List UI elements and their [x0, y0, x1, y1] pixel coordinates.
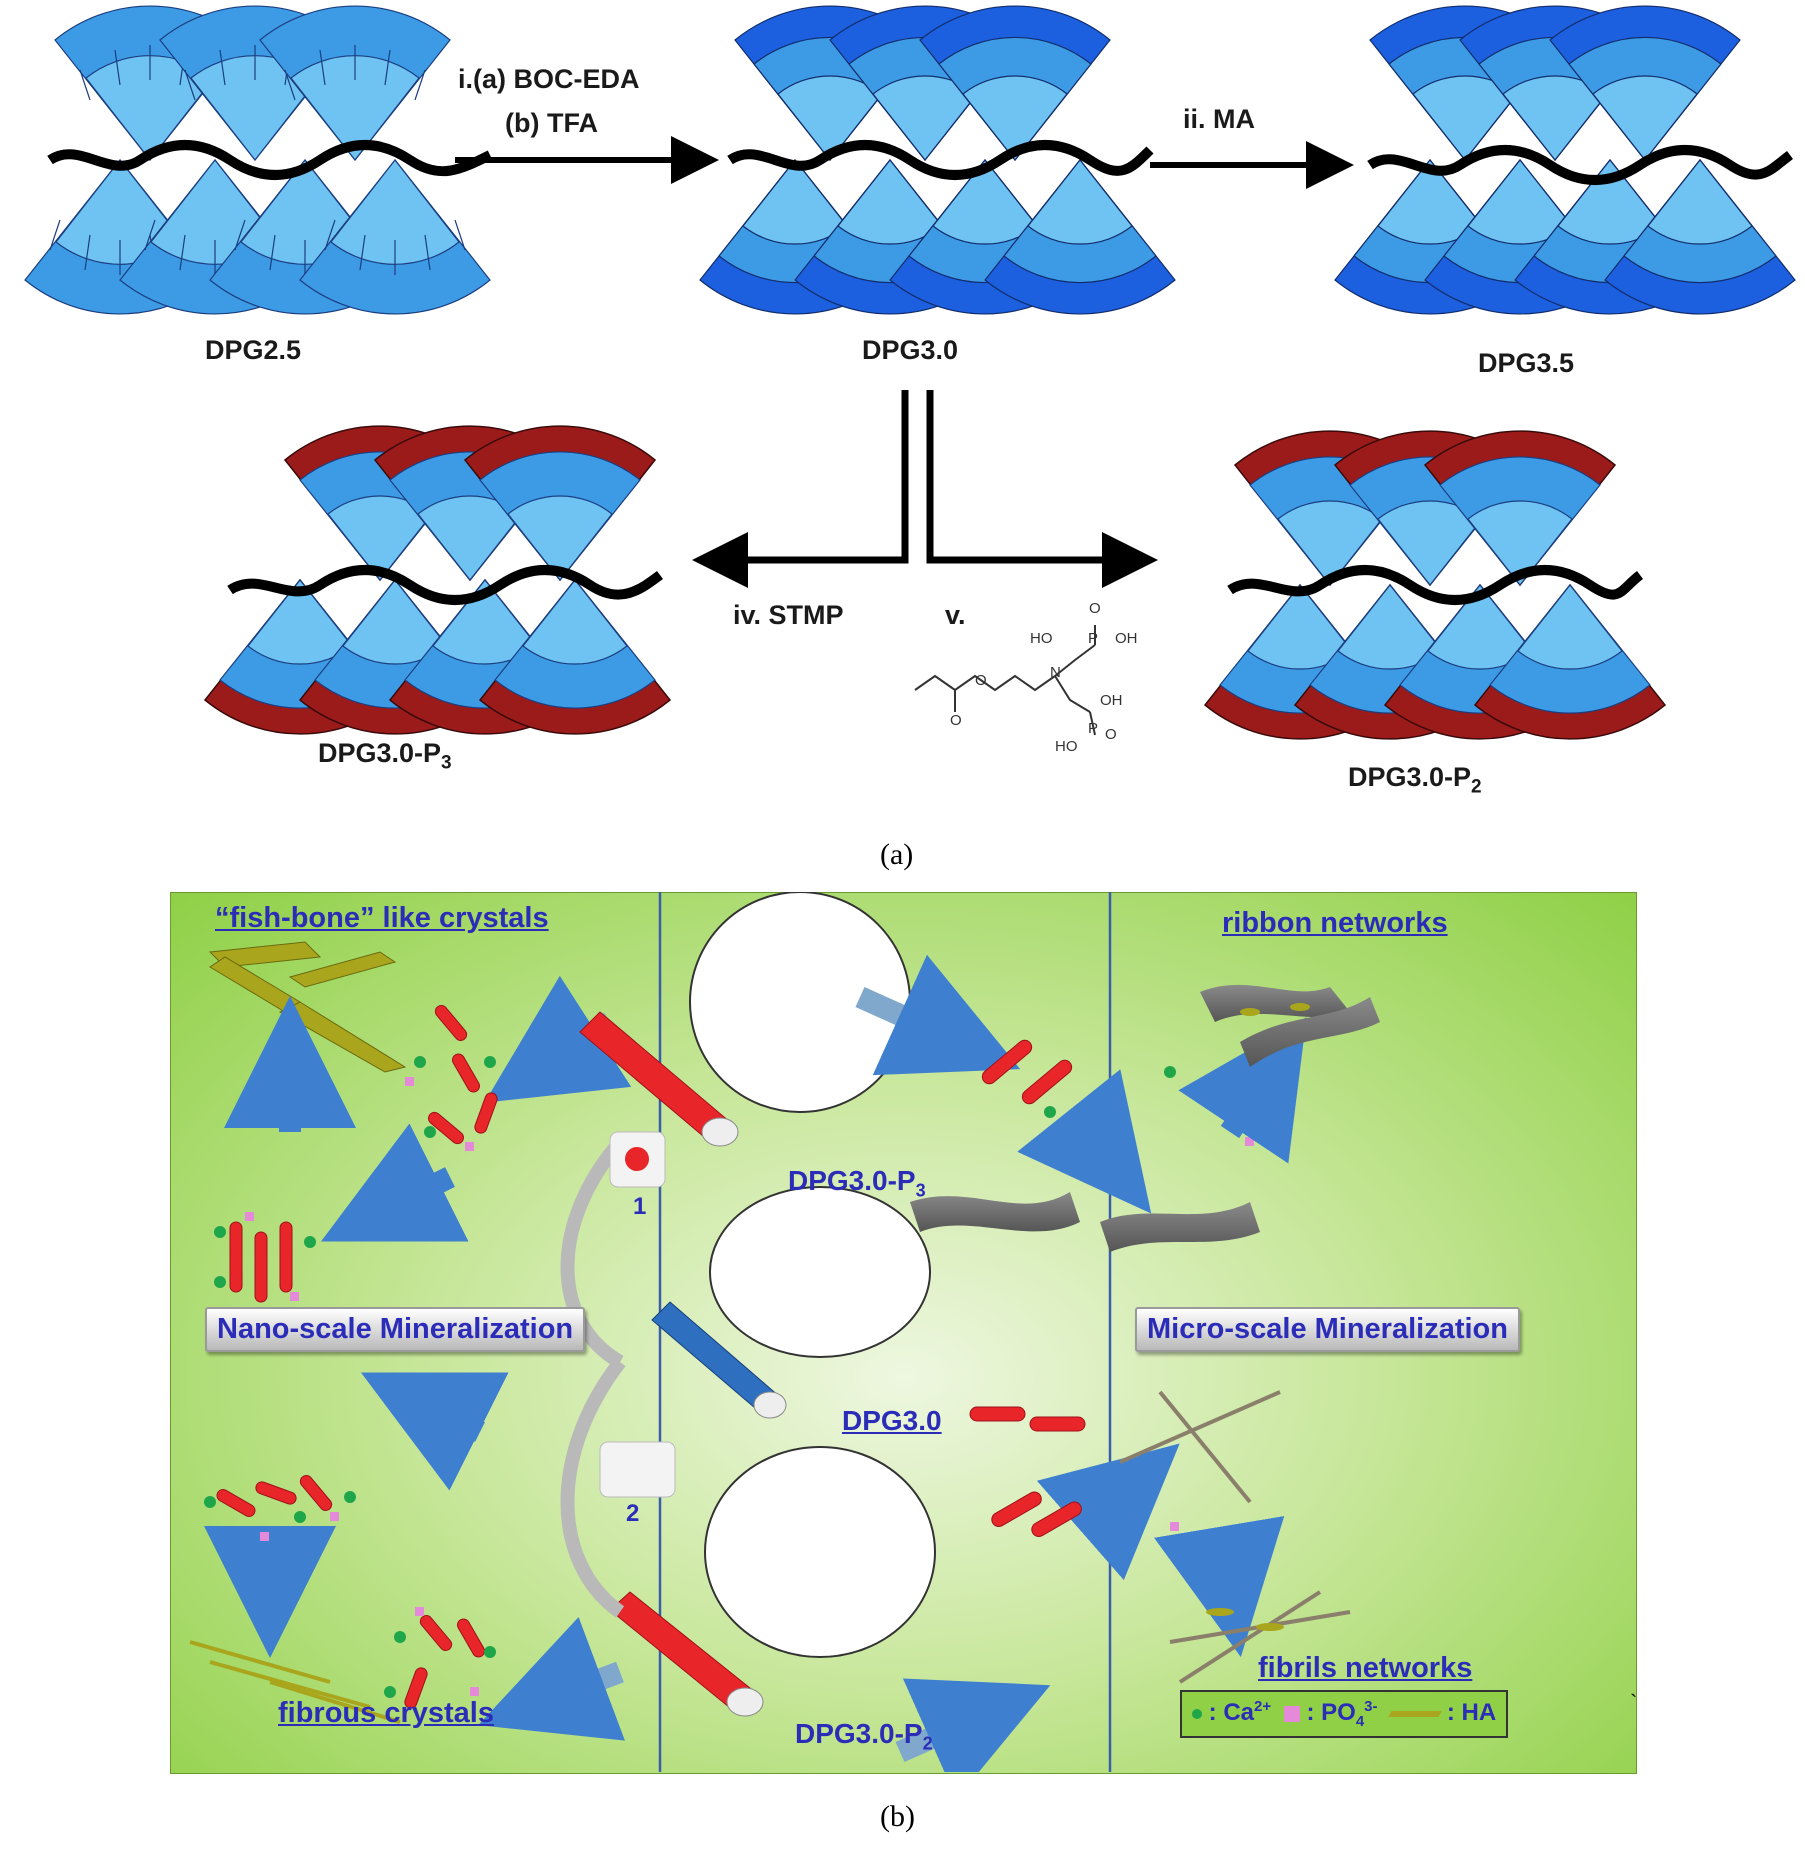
dpg25-structure	[24, 5, 493, 315]
dpg30p3-structure	[204, 425, 671, 735]
step2-label: ii. MA	[1183, 104, 1255, 134]
mol-atom-p1: P	[1088, 630, 1099, 647]
mol-atom-oh2: OH	[1100, 692, 1123, 709]
mol-atom-o3: O	[975, 672, 987, 689]
mol-atom-p2: P	[1088, 720, 1099, 737]
right-column-arrows	[855, 954, 1307, 1772]
legend-ca-dot	[1192, 1708, 1202, 1719]
label-dpg25: DPG2.5	[205, 335, 302, 365]
step1-line1: i.(a) BOC-EDA	[458, 64, 640, 94]
ha-crystals-right	[1206, 1003, 1310, 1631]
fibrils-networks	[1119, 1390, 1351, 1684]
label-dpg35: DPG3.5	[1478, 348, 1575, 378]
caption-b: (b)	[880, 1800, 915, 1833]
step5-label: v.	[945, 600, 966, 630]
center-label-p2: DPG3.0-P2	[795, 1718, 933, 1754]
nano-mineralization-button: Nano-scale Mineralization	[205, 1307, 586, 1352]
dpg30-structure	[699, 5, 1176, 315]
arrow-step4	[692, 390, 909, 588]
label-dpg30: DPG3.0	[862, 335, 959, 365]
arrow-step5	[926, 390, 1158, 588]
label-dpg30p2: DPG3.0-P2	[1348, 762, 1482, 798]
mol-atom-o1: O	[1089, 600, 1101, 617]
cylinder-p2	[609, 1446, 936, 1717]
micro-mineralization-button: Micro-scale Mineralization	[1135, 1307, 1520, 1352]
ribbon-networks	[910, 984, 1380, 1252]
mol-atom-oh1: OH	[1115, 630, 1138, 647]
legend-po-label: : PO	[1306, 1699, 1356, 1726]
legend: : Ca2+ : PO43- : HA	[1180, 1690, 1509, 1738]
legend-ca-label: : Ca	[1208, 1699, 1255, 1726]
step1-line2: (b) TFA	[505, 108, 598, 138]
title-fibrils: fibrils networks	[1258, 1652, 1473, 1684]
center-label-dpg30: DPG3.0	[842, 1405, 942, 1436]
cylinder-p3	[579, 892, 911, 1147]
title-ribbon: ribbon networks	[1222, 907, 1448, 939]
mol-atom-n: N	[1050, 664, 1061, 681]
mol-atom-ho1: HO	[1030, 630, 1053, 647]
cylinder-dpg30	[651, 1186, 931, 1419]
step4-label: iv. STMP	[733, 600, 844, 630]
mol-atom-o4: O	[950, 712, 962, 729]
reagent-1-label: 1	[633, 1193, 647, 1220]
dpg30p2-structure	[1204, 430, 1666, 740]
dpg35-structure	[1334, 5, 1796, 315]
label-dpg30p3: DPG3.0-P3	[318, 738, 452, 774]
title-fibrous: fibrous crystals	[278, 1697, 494, 1729]
legend-ha-label: : HA	[1446, 1699, 1497, 1726]
stray-mark: `	[1630, 1690, 1638, 1715]
fishbone-crystals	[208, 941, 407, 1073]
calcium-ions	[204, 1056, 1216, 1718]
panel-a-diagram	[24, 5, 1796, 740]
legend-ha-swatch	[1388, 1710, 1442, 1717]
caption-a: (a)	[880, 838, 914, 871]
mol-atom-o2: O	[1105, 726, 1117, 743]
left-column-arrows	[204, 975, 632, 1741]
fibrous-crystals	[189, 1640, 401, 1724]
center-label-p3: DPG3.0-P3	[788, 1165, 926, 1201]
phosphonate-molecule	[914, 625, 1096, 736]
mol-atom-ho2: HO	[1055, 738, 1078, 755]
title-fishbone: “fish-bone” like crystals	[215, 902, 549, 934]
panel-b-diagram	[189, 892, 1380, 1772]
left-rods	[216, 1005, 498, 1709]
legend-po-swatch	[1283, 1705, 1300, 1722]
reagent-2-label: 2	[626, 1500, 640, 1527]
